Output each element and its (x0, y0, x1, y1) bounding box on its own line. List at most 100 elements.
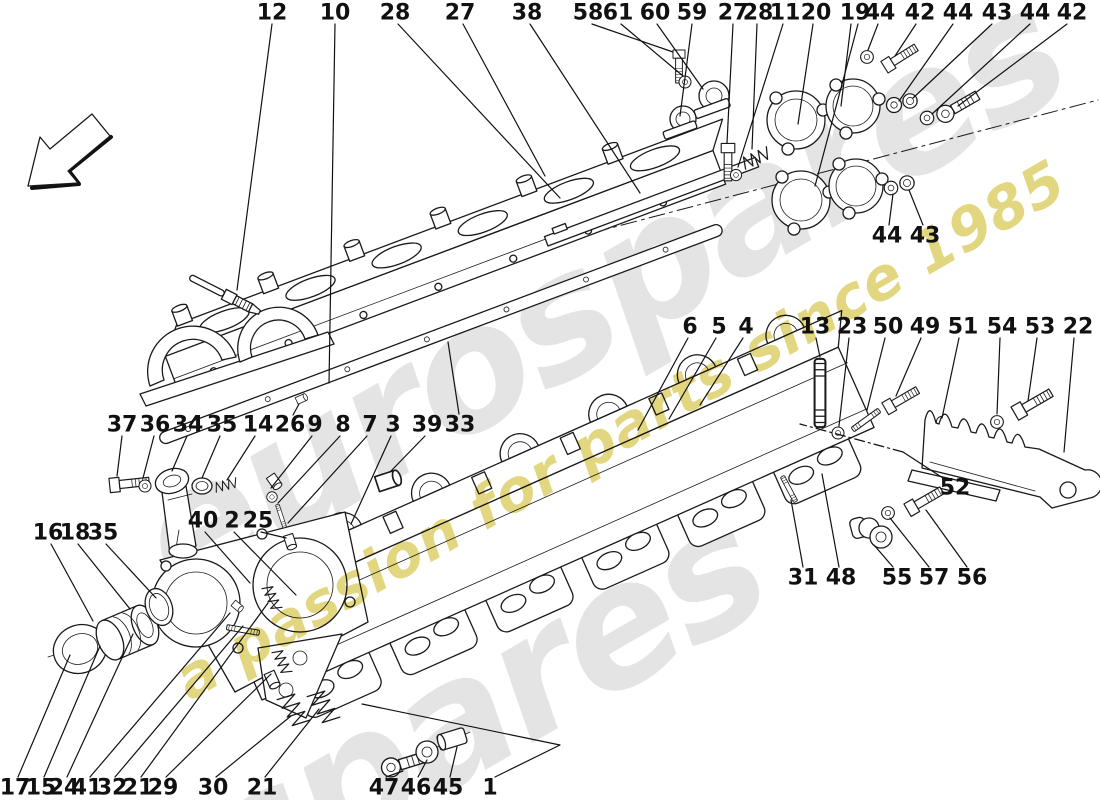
washer (881, 506, 895, 520)
leader-line (699, 337, 744, 406)
callout-29[interactable]: 29 (148, 776, 179, 800)
callout-10[interactable]: 10 (320, 1, 351, 26)
callout-51[interactable]: 51 (948, 315, 979, 340)
callout-44[interactable]: 44 (865, 1, 896, 26)
callout-8[interactable]: 8 (335, 413, 350, 438)
callout-1[interactable]: 1 (482, 776, 497, 800)
callout-34[interactable]: 34 (173, 413, 204, 438)
leader-line (328, 23, 336, 384)
camshaft-centerline (564, 99, 1099, 241)
callout-43[interactable]: 43 (910, 224, 941, 249)
callout-20[interactable]: 20 (801, 1, 832, 26)
o-ring (191, 477, 213, 495)
callout-42[interactable]: 42 (905, 1, 936, 26)
leader-line (287, 435, 368, 524)
callout-16[interactable]: 16 (33, 521, 64, 546)
callout-45[interactable]: 45 (433, 776, 464, 800)
callout-50[interactable]: 50 (873, 315, 904, 340)
leader-line (620, 23, 684, 77)
washer (883, 180, 899, 196)
callout-60[interactable]: 60 (640, 1, 671, 26)
callout-25[interactable]: 25 (243, 509, 274, 534)
washer (831, 426, 845, 440)
leader-line (726, 23, 734, 144)
callout-4[interactable]: 4 (738, 315, 753, 340)
callout-26[interactable]: 26 (275, 413, 306, 438)
callout-47[interactable]: 47 (369, 776, 400, 800)
leader-line (815, 337, 821, 358)
callout-48[interactable]: 48 (826, 566, 857, 591)
callout-12[interactable]: 12 (257, 1, 288, 26)
leader-line (790, 499, 804, 568)
o-ring (144, 587, 174, 627)
callout-7[interactable]: 7 (362, 413, 377, 438)
callout-22[interactable]: 22 (1063, 315, 1094, 340)
callout-39[interactable]: 39 (412, 413, 443, 438)
callout-18[interactable]: 18 (60, 521, 91, 546)
callout-3[interactable]: 3 (385, 413, 400, 438)
callout-54[interactable]: 54 (987, 315, 1018, 340)
callout-41[interactable]: 41 (72, 776, 103, 800)
leader-line (462, 23, 546, 177)
callout-5[interactable]: 5 (711, 315, 726, 340)
callout-11[interactable]: 11 (770, 1, 801, 26)
callout-58[interactable]: 58 (573, 1, 604, 26)
leader-line (867, 23, 879, 51)
leader-line (43, 645, 101, 778)
callout-38[interactable]: 38 (512, 1, 543, 26)
callout-57[interactable]: 57 (919, 566, 950, 591)
callout-49[interactable]: 49 (910, 315, 941, 340)
callout-43[interactable]: 43 (982, 1, 1013, 26)
leader-line (361, 703, 561, 778)
callout-27[interactable]: 27 (445, 1, 476, 26)
callout-31[interactable]: 31 (788, 566, 819, 591)
callout-14[interactable]: 14 (243, 413, 274, 438)
callout-27[interactable]: 27 (718, 1, 749, 26)
callout-53[interactable]: 53 (1025, 315, 1056, 340)
callout-30[interactable]: 30 (198, 776, 229, 800)
callout-24[interactable]: 24 (49, 776, 80, 800)
leader-line (908, 189, 924, 226)
callout-23[interactable]: 23 (837, 315, 868, 340)
callout-36[interactable]: 36 (140, 413, 171, 438)
callout-56[interactable]: 56 (957, 566, 988, 591)
cover-rail (543, 156, 760, 247)
callout-35[interactable]: 35 (88, 521, 119, 546)
callout-33[interactable]: 33 (445, 413, 476, 438)
washer (860, 50, 874, 64)
leader-line (996, 337, 1001, 415)
callout-35[interactable]: 35 (207, 413, 238, 438)
leader-line (821, 473, 840, 568)
leader-line (140, 602, 269, 778)
callout-40[interactable]: 40 (188, 509, 219, 534)
callout-9[interactable]: 9 (307, 413, 322, 438)
head-front-face (151, 511, 369, 719)
leader-line (637, 337, 689, 431)
callout-28[interactable]: 28 (380, 1, 411, 26)
callout-61[interactable]: 61 (603, 1, 634, 26)
callout-32[interactable]: 32 (97, 776, 128, 800)
callout-6[interactable]: 6 (682, 315, 697, 340)
callout-52[interactable]: 52 (940, 476, 971, 501)
callout-19[interactable]: 19 (840, 1, 871, 26)
callout-44[interactable]: 44 (943, 1, 974, 26)
callout-17[interactable]: 17 (0, 776, 30, 800)
callout-55[interactable]: 55 (882, 566, 913, 591)
callout-21[interactable]: 21 (123, 776, 154, 800)
callout-15[interactable]: 15 (26, 776, 57, 800)
callout-44[interactable]: 44 (1020, 1, 1051, 26)
callout-42[interactable]: 42 (1057, 1, 1088, 26)
leader-line (931, 23, 1031, 115)
callout-44[interactable]: 44 (872, 224, 903, 249)
washer (138, 479, 152, 493)
callout-46[interactable]: 46 (401, 776, 432, 800)
callout-37[interactable]: 37 (107, 413, 138, 438)
leader-line (889, 517, 930, 568)
callout-21[interactable]: 21 (247, 776, 278, 800)
callout-28[interactable]: 28 (743, 1, 774, 26)
callout-59[interactable]: 59 (677, 1, 708, 26)
leader-line (902, 451, 947, 481)
callout-13[interactable]: 13 (800, 315, 831, 340)
callout-2[interactable]: 2 (224, 509, 239, 534)
